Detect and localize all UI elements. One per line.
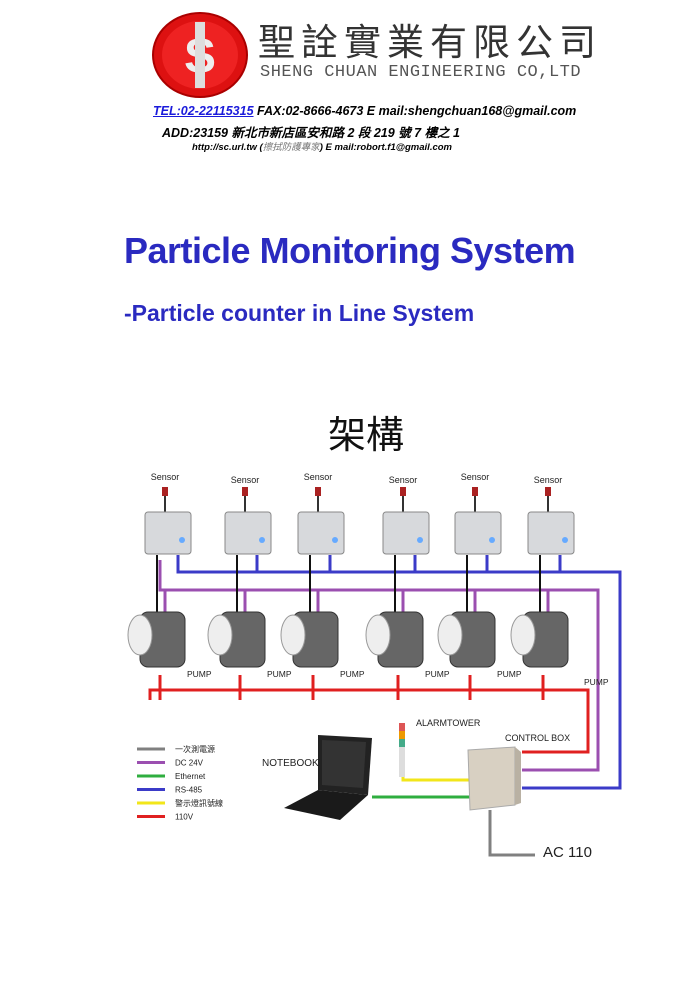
legend-label: DC 24V bbox=[175, 759, 204, 768]
sensor-probe-tip bbox=[472, 487, 478, 496]
dc24v-wire bbox=[158, 560, 600, 772]
110v-wire bbox=[148, 688, 590, 754]
sensor-unit-icon bbox=[454, 511, 502, 555]
alarm-tower-icon bbox=[399, 723, 405, 777]
sensor-unit-icon bbox=[527, 511, 575, 555]
notebook-icon bbox=[284, 735, 372, 820]
sensor-unit-icon bbox=[382, 511, 430, 555]
sensor-label: Sensor bbox=[231, 475, 260, 485]
sensor-unit-icon bbox=[297, 511, 345, 555]
ac110-wire bbox=[488, 810, 535, 857]
pump-cap bbox=[207, 614, 233, 656]
sensor-unit-icon bbox=[224, 511, 272, 555]
fax-email: FAX:02-8666-4673 E mail:shengchuan168@gm… bbox=[253, 104, 577, 118]
pump-cap bbox=[127, 614, 153, 656]
legend-label: 110V bbox=[175, 813, 194, 822]
pump-label: PUMP bbox=[425, 669, 450, 679]
pump-cap bbox=[365, 614, 391, 656]
alarm-signal-wire bbox=[401, 777, 470, 782]
pump-cap bbox=[437, 614, 463, 656]
email2: ) E mail:robort.f1@gmail.com bbox=[319, 142, 452, 153]
ac-label: AC 110 bbox=[543, 844, 592, 861]
pump-label: PUMP bbox=[497, 669, 522, 679]
notebook-label: NOTEBOOK bbox=[262, 758, 319, 769]
website: http://sc.url.tw ( bbox=[192, 142, 263, 153]
pump-label: PUMP bbox=[267, 669, 292, 679]
rs485-wire bbox=[176, 555, 622, 790]
legend-label: Ethernet bbox=[175, 772, 206, 781]
sensor-probe-tip bbox=[545, 487, 551, 496]
sensor-unit-icon bbox=[144, 511, 192, 555]
pump-label: PUMP bbox=[187, 669, 212, 679]
address: ADD:23159 新北市新店區安和路 2 段 219 號 7 樓之 1 bbox=[162, 126, 460, 140]
sensor-led bbox=[489, 537, 495, 543]
legend-label: 一次測電源 bbox=[175, 744, 215, 754]
sensor-led bbox=[562, 537, 568, 543]
sensor-label: Sensor bbox=[151, 472, 180, 482]
legend-label: RS-485 bbox=[175, 786, 203, 795]
sensor-led bbox=[417, 537, 423, 543]
control-box-label: CONTROL BOX bbox=[505, 733, 570, 743]
pump-label: PUMP bbox=[584, 677, 609, 687]
company-logo: S bbox=[152, 12, 248, 98]
web-line: http://sc.url.tw (擦拭防護專家) E mail:robort.… bbox=[192, 139, 452, 153]
company-name-chinese: 聖詮實業有限公司 bbox=[258, 21, 602, 64]
sensor-probe-tip bbox=[162, 487, 168, 496]
web-note: 擦拭防護專家 bbox=[262, 142, 320, 153]
sensor-probe-tip bbox=[315, 487, 321, 496]
page-subtitle: -Particle counter in Line System bbox=[124, 300, 475, 326]
contact-line: TEL:02-22115315 FAX:02-8666-4673 E mail:… bbox=[153, 104, 576, 118]
sensor-probe-tip bbox=[400, 487, 406, 496]
sensor-label: Sensor bbox=[534, 475, 563, 485]
sensor-label: Sensor bbox=[304, 472, 333, 482]
sensor-led bbox=[332, 537, 338, 543]
pump-cap bbox=[280, 614, 306, 656]
pump-label: PUMP bbox=[340, 669, 365, 679]
sensor-led bbox=[259, 537, 265, 543]
legend-label: 警示燈訊號線 bbox=[175, 798, 223, 808]
sensor-led bbox=[179, 537, 185, 543]
control-box-icon bbox=[467, 746, 521, 811]
sensor-label: Sensor bbox=[461, 472, 490, 482]
sensor-probe-tip bbox=[242, 487, 248, 496]
tel-link[interactable]: TEL:02-22115315 bbox=[153, 104, 254, 118]
alarmtower-label: ALARMTOWER bbox=[416, 718, 481, 728]
sensor-label: Sensor bbox=[389, 475, 418, 485]
pump-cap bbox=[510, 614, 536, 656]
page-title: Particle Monitoring System bbox=[124, 230, 576, 271]
company-name-english: SHENG CHUAN ENGINEERING CO,LTD bbox=[260, 63, 582, 82]
diagram-title: 架構 bbox=[328, 413, 405, 457]
